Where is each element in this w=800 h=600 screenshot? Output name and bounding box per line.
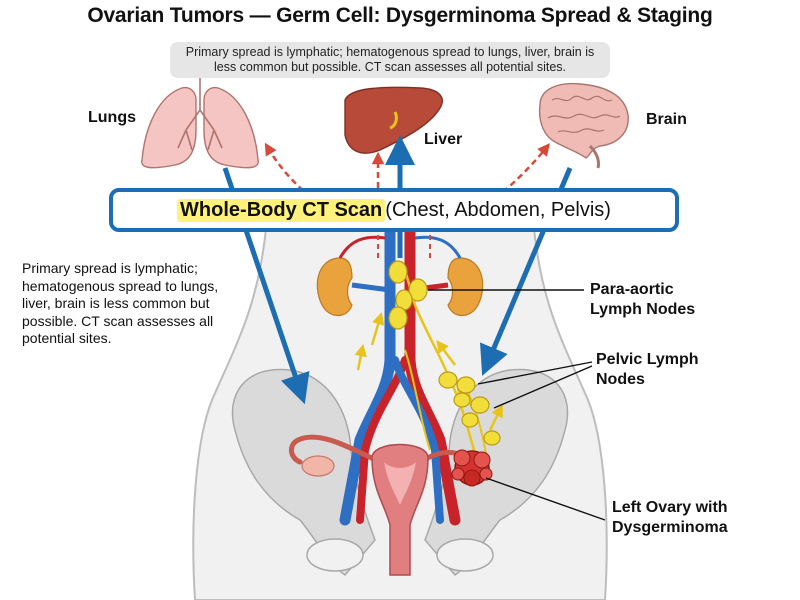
pelvic-lymph-nodes (438, 371, 501, 446)
dysgerminoma-tumor (451, 449, 493, 487)
label-left-ovary: Left Ovary with Dysgerminoma (612, 498, 728, 538)
brain-illustration (538, 82, 629, 169)
ct-scan-regions: (Chest, Abdomen, Pelvis) (385, 198, 611, 221)
uterus (371, 443, 429, 576)
label-ovary-line-2: Dysgerminoma (612, 519, 728, 536)
banner-line-2: less common but possible. CT scan assess… (213, 60, 566, 74)
ct-scan-highlight: Whole-Body CT Scan (177, 198, 386, 222)
label-ovary-line-1: Left Ovary with (612, 499, 728, 516)
para-aortic-lymph-nodes (388, 260, 428, 330)
side-note-line-5: potential sites. (22, 330, 112, 346)
label-pelvic-nodes: Pelvic Lymph Nodes (596, 350, 699, 390)
label-brain: Brain (646, 111, 687, 128)
label-pelvic-line-1: Pelvic Lymph (596, 351, 699, 368)
inferior-vena-cava (339, 224, 396, 526)
ct-scan-box: Whole-Body CT Scan (Chest, Abdomen, Pelv… (109, 188, 679, 232)
side-note: Primary spread is lymphatic; hematogenou… (22, 260, 252, 348)
label-lungs: Lungs (88, 109, 136, 126)
label-para-aortic-line-1: Para-aortic (590, 281, 674, 298)
aorta (404, 224, 461, 526)
kidney-right (316, 257, 353, 317)
leader-pelvic-a (477, 361, 593, 385)
right-ovary (301, 455, 335, 477)
side-note-line-3: liver, brain is less common but (22, 295, 210, 311)
label-para-aortic-line-2: Lymph Nodes (590, 301, 696, 318)
liver-illustration (344, 86, 443, 154)
lungs-illustration (141, 78, 259, 169)
leader-pelvic-b (493, 365, 593, 409)
summary-banner: Primary spread is lymphatic; hematogenou… (170, 42, 610, 78)
side-note-line-2: hematogenous spread to lungs, (22, 277, 219, 294)
kidney-left (447, 257, 484, 317)
label-pelvic-line-2: Nodes (596, 371, 645, 388)
label-para-aortic: Para-aortic Lymph Nodes (590, 280, 695, 320)
side-note-line-4: possible. CT scan assesses all (22, 312, 214, 329)
page-title: Ovarian Tumors — Germ Cell: Dysgerminoma… (87, 4, 713, 27)
fallopian-tube-right (289, 434, 383, 465)
label-liver: Liver (424, 131, 463, 148)
leader-ovary (485, 477, 606, 521)
banner-line-1: Primary spread is lymphatic; hematogenou… (185, 45, 595, 59)
side-note-line-1: Primary spread is lymphatic; (22, 260, 198, 276)
